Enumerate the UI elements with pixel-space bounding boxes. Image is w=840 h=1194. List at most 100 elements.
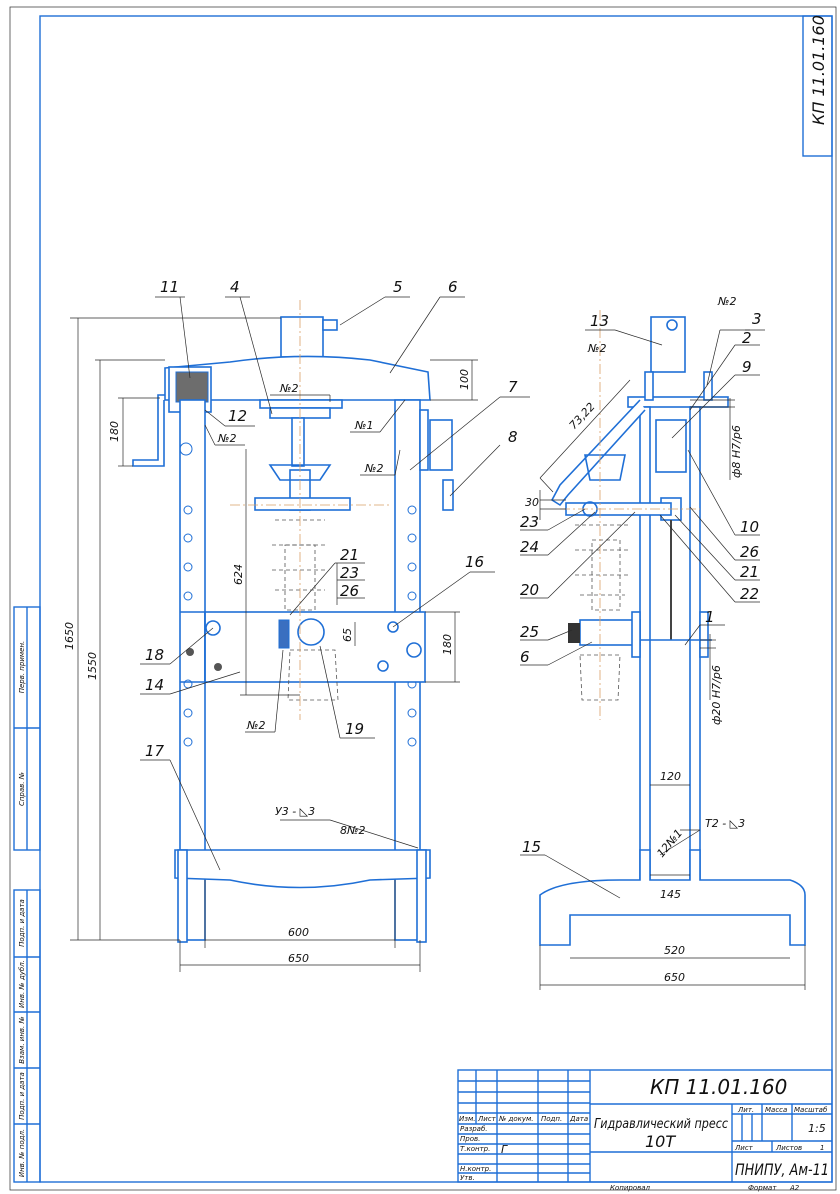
callout-8: 8 xyxy=(508,428,518,446)
weld-mark: №2 xyxy=(364,462,383,475)
svg-text:Лист: Лист xyxy=(734,1144,754,1152)
weld-mark: 12№1 xyxy=(654,827,685,860)
svg-text:Изм.: Изм. xyxy=(459,1115,475,1123)
dim-1650: 1650 xyxy=(63,622,76,650)
callout-10: 10 xyxy=(740,518,759,536)
weld-mark: №2 xyxy=(717,295,736,308)
dim-30: 30 xyxy=(525,496,539,509)
svg-text:Справ. №: Справ. № xyxy=(18,772,26,806)
fit-20: ф20 H7/р6 xyxy=(710,665,723,725)
dim-650: 650 xyxy=(288,952,309,965)
dim-100: 100 xyxy=(458,369,471,390)
side-view: 73,22 30 ф8 H7/р6 ф20 H7/р6 120 145 520 … xyxy=(520,295,806,990)
side-column-rear xyxy=(689,406,701,888)
callout-26: 26 xyxy=(740,543,759,561)
drawing-title: Гидравлический пресс xyxy=(594,1117,728,1132)
dim-650-side: 650 xyxy=(664,971,685,984)
callout-25: 25 xyxy=(520,623,539,641)
callout-21: 21 xyxy=(740,563,759,581)
pump-handle xyxy=(132,394,165,467)
callout-11: 11 xyxy=(160,278,179,296)
drawing-frame xyxy=(39,15,833,1183)
callout-5: 5 xyxy=(393,278,403,296)
svg-text:Масштаб: Масштаб xyxy=(794,1106,828,1114)
organization: ПНИПУ, Ам-11 xyxy=(735,1160,829,1179)
callout-6: 6 xyxy=(448,278,458,296)
svg-text:Инв. № подл.: Инв. № подл. xyxy=(18,1129,26,1177)
part-9-block xyxy=(655,419,687,473)
drawing-subtitle: 10Т xyxy=(645,1132,676,1151)
svg-text:Инв. № дубл.: Инв. № дубл. xyxy=(18,960,26,1008)
callout-17: 17 xyxy=(145,742,165,760)
dim-73-22: 73,22 xyxy=(567,400,598,432)
weld-mark: 8№2 xyxy=(340,824,365,837)
sheets-count: 1 xyxy=(820,1144,824,1152)
svg-text:Утв.: Утв. xyxy=(460,1174,475,1182)
piston-rod xyxy=(291,417,305,467)
dim-520: 520 xyxy=(664,944,685,957)
svg-text:№ докум.: № докум. xyxy=(498,1115,534,1123)
top-beam xyxy=(164,355,431,401)
callout-13: 13 xyxy=(590,312,609,330)
dim-624: 624 xyxy=(232,564,245,585)
hydraulic-cylinder xyxy=(280,316,324,358)
svg-text:КП 11.01.160: КП 11.01.160 xyxy=(809,15,828,125)
svg-text:Перв. примен.: Перв. примен. xyxy=(18,641,26,694)
hose-fitting xyxy=(322,319,338,331)
outer-border xyxy=(9,6,837,1191)
weld-mark: №1 xyxy=(354,419,373,432)
arm-tube xyxy=(550,399,646,507)
top-code-stamp: КП 11.01.160 xyxy=(802,15,833,157)
callout-1: 1 xyxy=(705,608,715,626)
dim-600: 600 xyxy=(288,926,309,939)
svg-text:Подп.: Подп. xyxy=(541,1115,562,1123)
callout-4: 4 xyxy=(230,278,240,296)
dim-145: 145 xyxy=(660,888,681,901)
callout-23: 23 xyxy=(340,564,359,582)
callout-6: 6 xyxy=(520,648,530,666)
side-stamp: Перв. примен. Справ. № Подп. и дата Инв.… xyxy=(13,606,41,1183)
svg-text:Подп. и дата: Подп. и дата xyxy=(18,899,26,947)
svg-text:Лит.: Лит. xyxy=(737,1106,754,1114)
callout-18: 18 xyxy=(145,646,164,664)
cylinder-side xyxy=(650,316,686,373)
callout-20: 20 xyxy=(520,581,539,599)
svg-text:Дата: Дата xyxy=(569,1115,588,1123)
dim-180-beam: 180 xyxy=(441,634,454,655)
front-base xyxy=(174,849,431,889)
spring-compressor-upper xyxy=(254,497,351,511)
svg-text:Масса: Масса xyxy=(765,1106,787,1114)
callout-12: 12 xyxy=(228,407,247,425)
weld-mark: У3 - ◺3 xyxy=(275,805,315,818)
callout-2: 2 xyxy=(742,329,752,347)
callout-24: 24 xyxy=(520,538,539,556)
svg-text:Формат: Формат xyxy=(748,1184,777,1192)
callout-22: 22 xyxy=(740,585,759,603)
fit-8: ф8 H7/р6 xyxy=(730,425,743,478)
svg-text:А2: А2 xyxy=(789,1184,800,1192)
scale-value: 1:5 xyxy=(808,1122,826,1135)
dim-1550: 1550 xyxy=(86,652,99,680)
weld-mark: №2 xyxy=(217,432,236,445)
weld-mark: №2 xyxy=(587,342,606,355)
callout-19: 19 xyxy=(345,720,364,738)
svg-text:Копировал: Копировал xyxy=(610,1184,651,1192)
callout-15: 15 xyxy=(522,838,541,856)
callout-9: 9 xyxy=(742,358,752,376)
svg-text:Взам. инв. №: Взам. инв. № xyxy=(18,1016,26,1064)
dim-120: 120 xyxy=(660,770,681,783)
svg-text:Разраб.: Разраб. xyxy=(460,1125,488,1133)
dim-180-handle: 180 xyxy=(108,421,121,442)
callout-3: 3 xyxy=(752,310,762,328)
weld-mark: №2 xyxy=(279,382,298,395)
svg-text:Н.контр.: Н.контр. xyxy=(460,1165,491,1173)
callout-7: 7 xyxy=(508,378,518,396)
svg-text:Подп. и дата: Подп. и дата xyxy=(18,1072,26,1120)
weld-mark: Т2 - ◺3 xyxy=(705,817,745,830)
svg-text:Лист: Лист xyxy=(477,1115,497,1123)
drawing-code: КП 11.01.160 xyxy=(650,1075,787,1099)
title-block: Изм. Лист № докум. Подп. Дата Разраб. Пр… xyxy=(457,1069,833,1192)
side-base xyxy=(539,849,806,946)
weld-mark: №2 xyxy=(246,719,265,732)
